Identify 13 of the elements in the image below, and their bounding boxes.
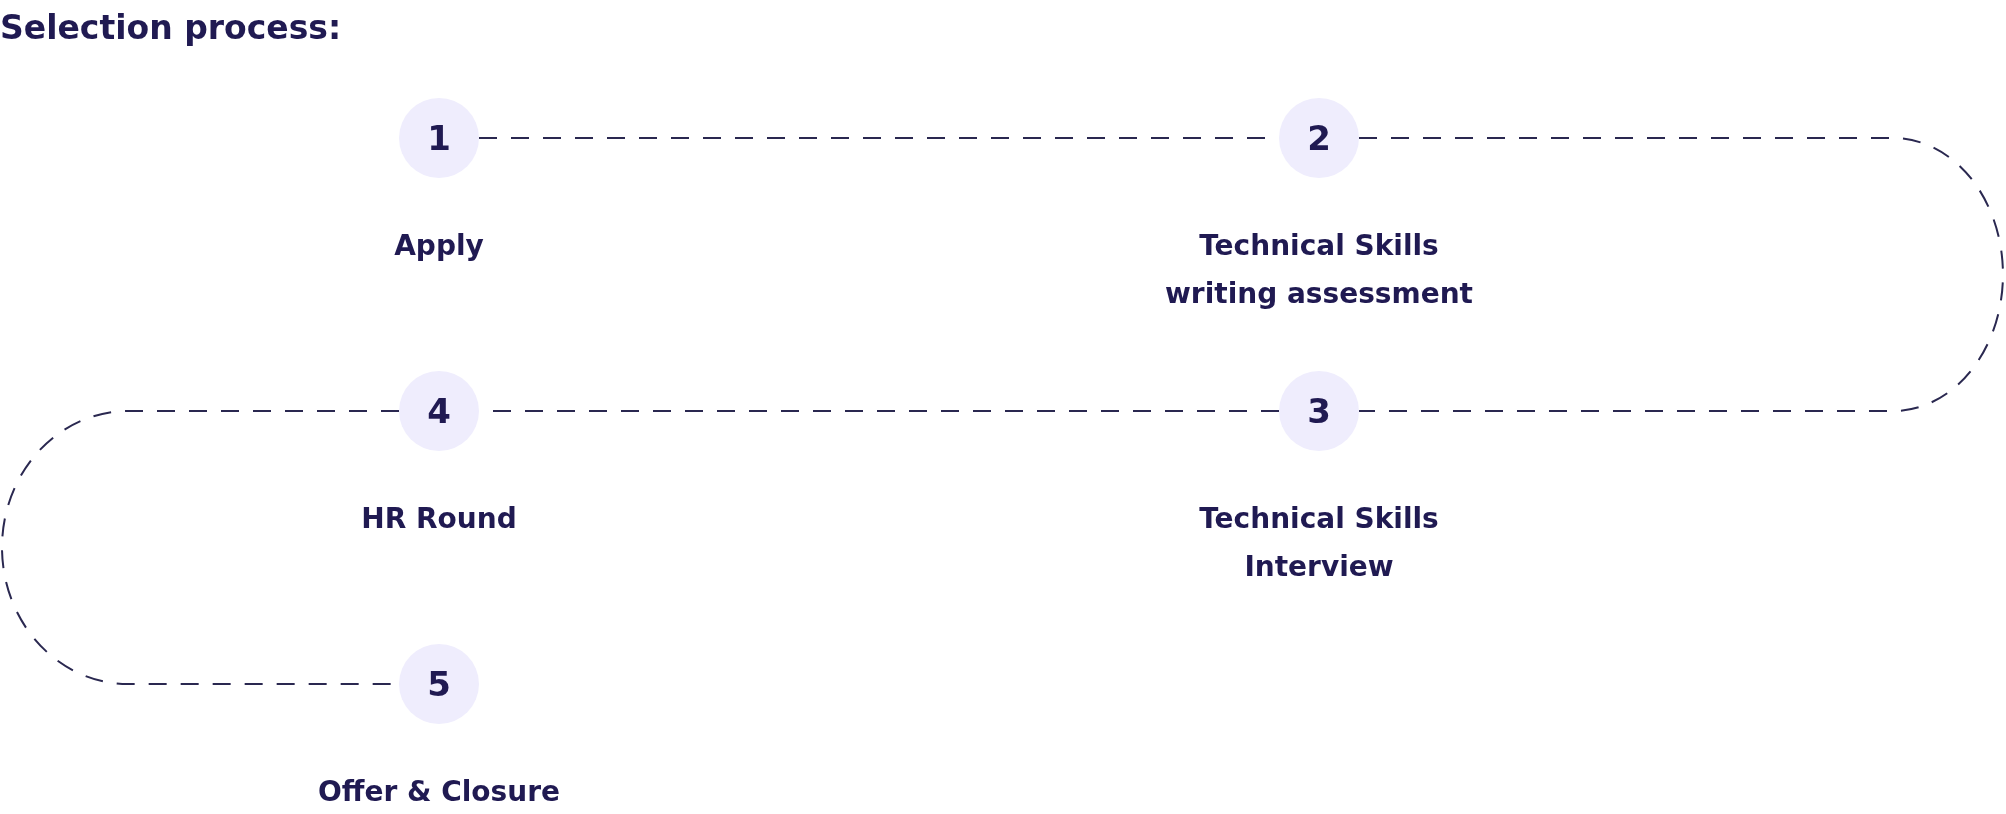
step-number-circle: 2 — [1279, 98, 1359, 178]
dashed-connector — [1358, 137, 2004, 412]
step-label: HR Round — [361, 501, 517, 537]
step-label: Technical Skills writing assessment — [1164, 228, 1474, 312]
step-label: Apply — [394, 228, 484, 264]
step-label: Offer & Closure — [318, 774, 560, 810]
step-label: Technical Skills Interview — [1198, 501, 1440, 585]
step-number-circle: 3 — [1279, 371, 1359, 451]
page-title: Selection process: — [0, 8, 342, 47]
step-number-circle: 5 — [399, 644, 479, 724]
step-number-circle: 1 — [399, 98, 479, 178]
dashed-connector — [1, 410, 400, 685]
step-number-circle: 4 — [399, 371, 479, 451]
